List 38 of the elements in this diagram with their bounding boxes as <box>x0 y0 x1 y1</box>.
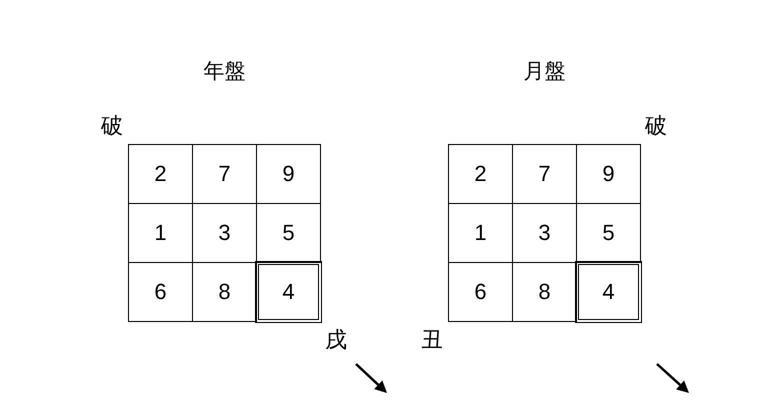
grid-cell <box>512 262 577 322</box>
grid-cell <box>448 144 513 204</box>
cell-number: 7 <box>218 163 231 185</box>
corner-label: 戌 <box>325 327 347 353</box>
cell-number: 4 <box>282 281 295 303</box>
cell-number: 9 <box>282 163 295 185</box>
cell-number: 2 <box>474 163 487 185</box>
cell-number: 6 <box>474 281 487 303</box>
cell-number: 8 <box>538 281 551 303</box>
cell-number: 5 <box>282 222 295 244</box>
grid-title: 年盤 <box>204 59 246 85</box>
cell-number: 3 <box>218 222 231 244</box>
grid-cell <box>575 261 642 323</box>
grid-cell <box>576 144 641 204</box>
cell-number: 7 <box>538 163 551 185</box>
cell-number: 4 <box>602 281 615 303</box>
cell-number: 1 <box>154 222 167 244</box>
grid-cell <box>192 262 257 322</box>
cell-number: 8 <box>218 281 231 303</box>
grid-cell <box>256 203 321 263</box>
grid-cell <box>128 144 193 204</box>
grid-cell <box>576 203 641 263</box>
cell-number: 3 <box>538 222 551 244</box>
nine-cell-grid <box>448 58 641 322</box>
corner-label: 破 <box>101 113 123 139</box>
cell-number: 5 <box>602 222 615 244</box>
cell-number: 9 <box>602 163 615 185</box>
cell-number: 1 <box>474 222 487 244</box>
grid-cell <box>448 262 513 322</box>
corner-label: 破 <box>645 113 667 139</box>
grid-cell <box>255 261 322 323</box>
cell-number: 2 <box>154 163 167 185</box>
grid-title: 月盤 <box>524 59 566 85</box>
grid-cell <box>256 144 321 204</box>
cell-number: 6 <box>154 281 167 303</box>
corner-label: 丑 <box>421 327 443 353</box>
nine-cell-grid <box>128 58 321 322</box>
grid-cell <box>128 262 193 322</box>
